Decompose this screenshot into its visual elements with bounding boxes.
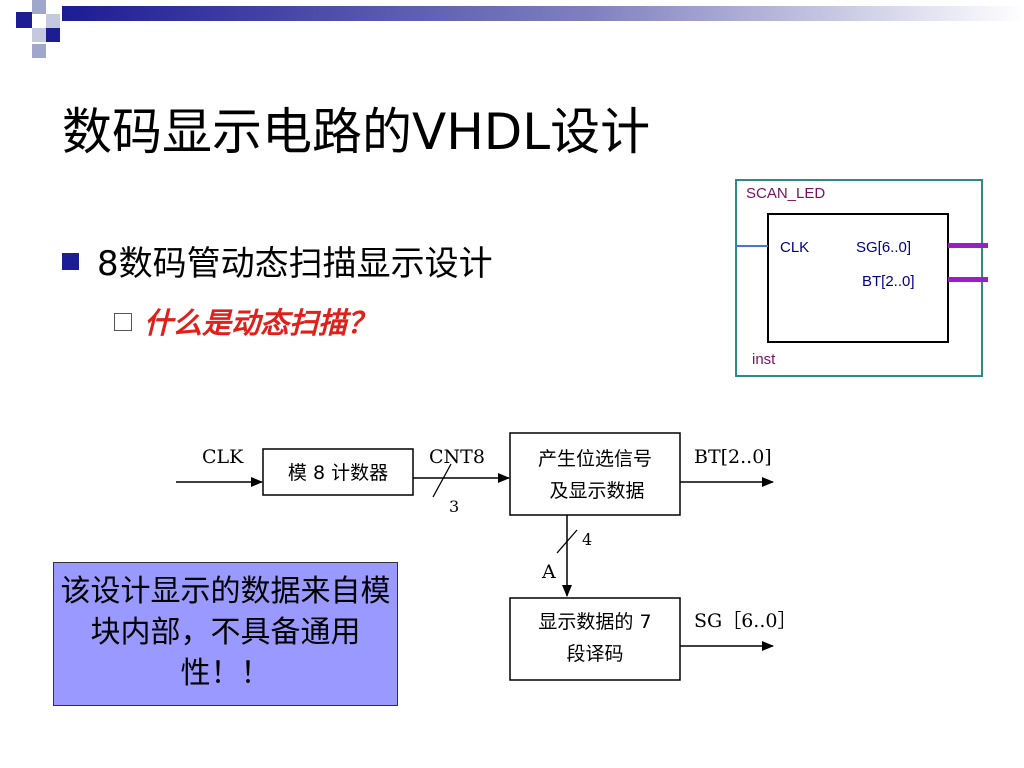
bullet-text-2: 什么是动态扫描？ [144,306,377,340]
header-gradient-bar [62,6,1024,21]
decoder-block-line1: 显示数据的 7 [538,611,651,633]
cnt8-label: CNT8 [429,446,485,468]
bt-port-bar [948,277,988,282]
a-label: A [541,561,556,583]
entity-name: SCAN_LED [746,185,825,202]
counter-block [262,448,414,496]
a-width-label: 4 [582,530,592,549]
entity-instance-label: inst [752,351,776,368]
header-square [46,14,60,28]
decoder-block-line2: 段译码 [566,643,623,665]
header-square [32,28,46,42]
header-square [32,0,46,14]
cnt8-bus-slash [432,463,452,498]
cnt8-width-label: 3 [449,497,459,516]
counter-block-label: 模 8 计数器 [288,462,388,484]
header-square [32,44,46,58]
a-bus-slash [556,529,578,554]
note-box: 该设计显示的数据来自模块内部，不具备通用性！！ [53,562,398,706]
header-square [16,12,32,28]
decoder-block [509,597,681,681]
bt-output-label: BT[2..0] [694,446,772,468]
entity-bt-port: BT[2..0] [862,273,915,290]
selector-block [509,432,681,516]
bullet-text-1: 8数码管动态扫描显示设计 [97,244,493,284]
sg-output-label: SG［6..0］ [694,610,796,632]
entity-body [767,213,949,343]
entity-clk-port: CLK [780,239,809,256]
entity-symbol: SCAN_LED CLK SG[6..0] BT[2..0] inst [735,179,988,377]
bullet-square-icon [62,253,79,270]
selector-block-line1: 产生位选信号 [538,448,652,470]
entity-sg-port: SG[6..0] [856,239,911,256]
bullet-item-2: 什么是动态扫描？ [114,300,376,342]
slide-title: 数码显示电路的VHDL设计 [62,103,651,161]
hollow-square-bullet-icon [114,313,132,331]
clk-input-label: CLK [202,446,244,468]
bullet-item-1: 8数码管动态扫描显示设计 [62,236,493,285]
header-square [46,28,60,42]
block-diagram: CLK 模 8 计数器 CNT8 3 产生位选信号 及显示数据 BT[2..0]… [176,432,796,681]
selector-block-line2: 及显示数据 [549,480,644,502]
header-decoration [16,0,1024,58]
sg-port-bar [948,243,988,248]
